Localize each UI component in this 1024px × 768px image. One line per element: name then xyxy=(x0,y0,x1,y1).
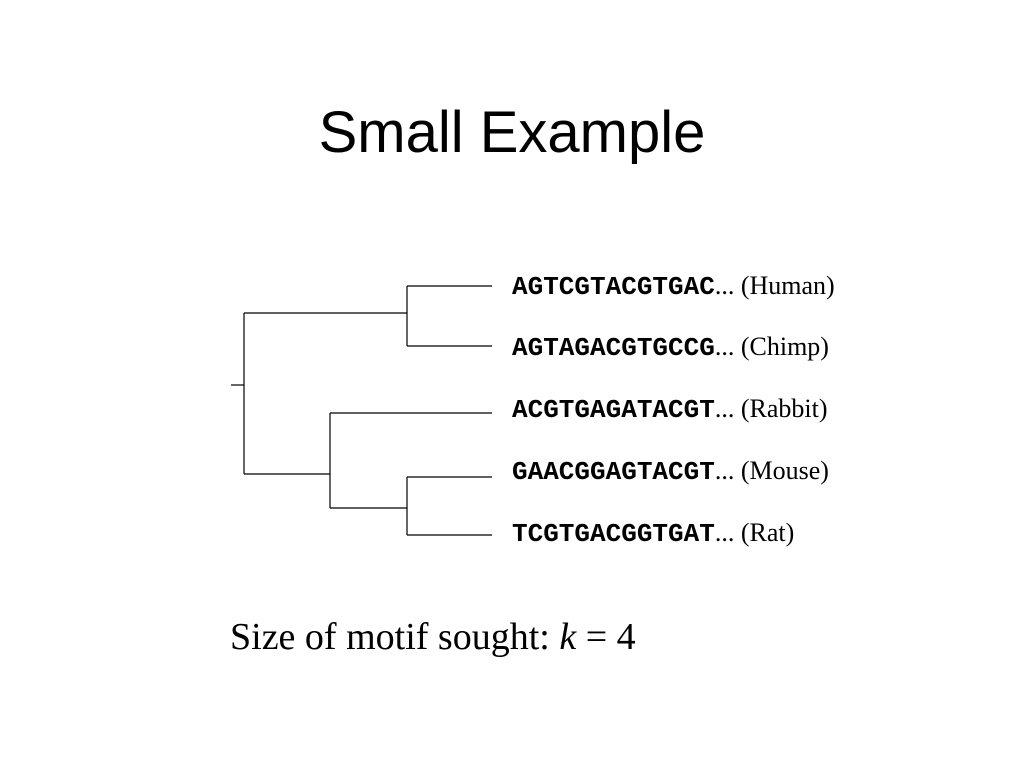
leaf-label-chimp: AGTAGACGTGCCG... (Chimp) xyxy=(512,327,829,367)
leaf-sequence: AGTAGACGTGCCG xyxy=(512,333,715,363)
leaf-ellipsis: ... xyxy=(714,332,735,361)
leaf-sequence: AGTCGTACGTGAC xyxy=(512,272,715,302)
leaf-species: (Rabbit) xyxy=(740,394,828,423)
caption-prefix: Size of motif sought: xyxy=(230,616,560,658)
slide-title: Small Example xyxy=(318,100,706,165)
leaf-species: (Chimp) xyxy=(740,332,829,361)
leaf-sequence: ACGTGAGATACGT xyxy=(512,395,715,425)
leaf-ellipsis: ... xyxy=(714,271,735,300)
leaf-ellipsis: ... xyxy=(714,394,735,423)
leaf-label-rabbit: ACGTGAGATACGT... (Rabbit) xyxy=(512,389,828,429)
leaf-label-mouse: GAACGGAGTACGT... (Mouse) xyxy=(512,451,829,491)
leaf-label-human: AGTCGTACGTGAC... (Human) xyxy=(512,266,835,306)
leaf-species: (Mouse) xyxy=(740,456,829,485)
leaf-species: (Rat) xyxy=(740,518,795,547)
leaf-species: (Human) xyxy=(740,271,835,300)
caption-variable: k xyxy=(559,616,577,658)
leaf-ellipsis: ... xyxy=(714,456,735,485)
leaf-label-rat: TCGTGACGGTGAT... (Rat) xyxy=(512,513,794,553)
leaf-sequence: GAACGGAGTACGT xyxy=(512,457,715,487)
leaf-ellipsis: ... xyxy=(714,518,735,547)
caption-suffix: = 4 xyxy=(576,616,636,658)
motif-size-caption: Size of motif sought: k = 4 xyxy=(230,612,636,662)
leaf-sequence: TCGTGACGGTGAT xyxy=(512,519,715,549)
